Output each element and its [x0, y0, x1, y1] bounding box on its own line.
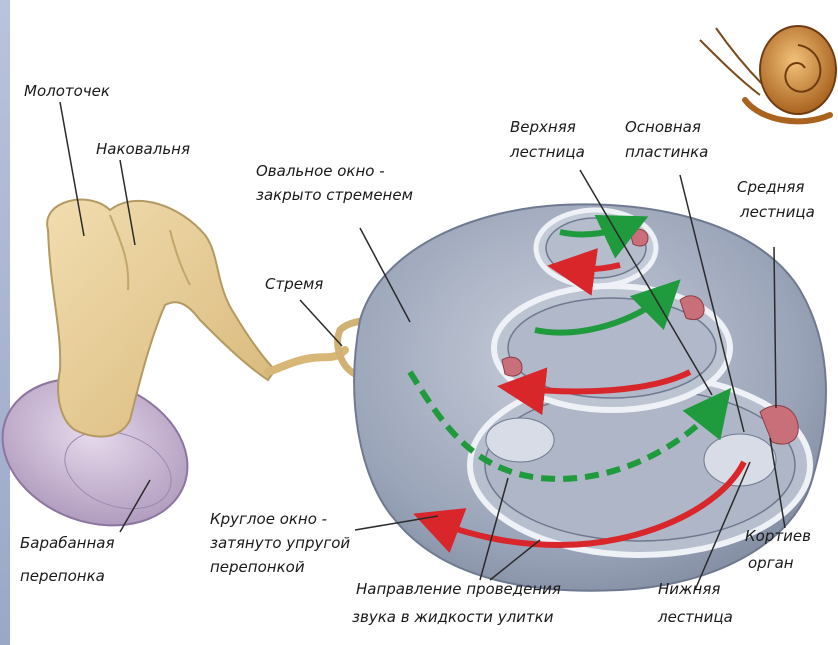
label-middle-canal-line1: Средняя — [737, 178, 804, 197]
label-corti-line2: орган — [748, 554, 794, 573]
label-incus: Наковальня — [96, 140, 190, 159]
label-basilar-line1: Основная — [625, 118, 701, 137]
label-upper-canal-line2: лестница — [510, 143, 585, 162]
snail-illustration — [700, 26, 836, 121]
label-stapes: Стремя — [265, 275, 323, 294]
label-malleus: Молоточек — [24, 82, 110, 101]
label-basilar-line2: пластинка — [625, 143, 708, 162]
label-round-window-line3: перепонкой — [210, 558, 305, 577]
label-corti-line1: Кортиев — [745, 527, 811, 546]
label-eardrum-line2: перепонка — [20, 567, 105, 586]
label-direction-line1: Направление проведения — [356, 580, 561, 599]
label-oval-window-line2: закрыто стременем — [256, 186, 413, 205]
ossicles-shape — [47, 200, 345, 437]
label-round-window-line2: затянуто упругой — [210, 534, 350, 553]
label-lower-canal-line2: лестница — [658, 608, 733, 627]
label-round-window-line1: Круглое окно - — [210, 510, 327, 529]
label-oval-window-line1: Овальное окно - — [256, 162, 385, 181]
label-direction-line2: звука в жидкости улитки — [352, 608, 553, 627]
label-middle-canal-line2: лестница — [740, 203, 815, 222]
label-lower-canal-line1: Нижняя — [658, 580, 720, 599]
label-eardrum-line1: Барабанная — [20, 534, 114, 553]
label-upper-canal-line1: Верхняя — [510, 118, 576, 137]
